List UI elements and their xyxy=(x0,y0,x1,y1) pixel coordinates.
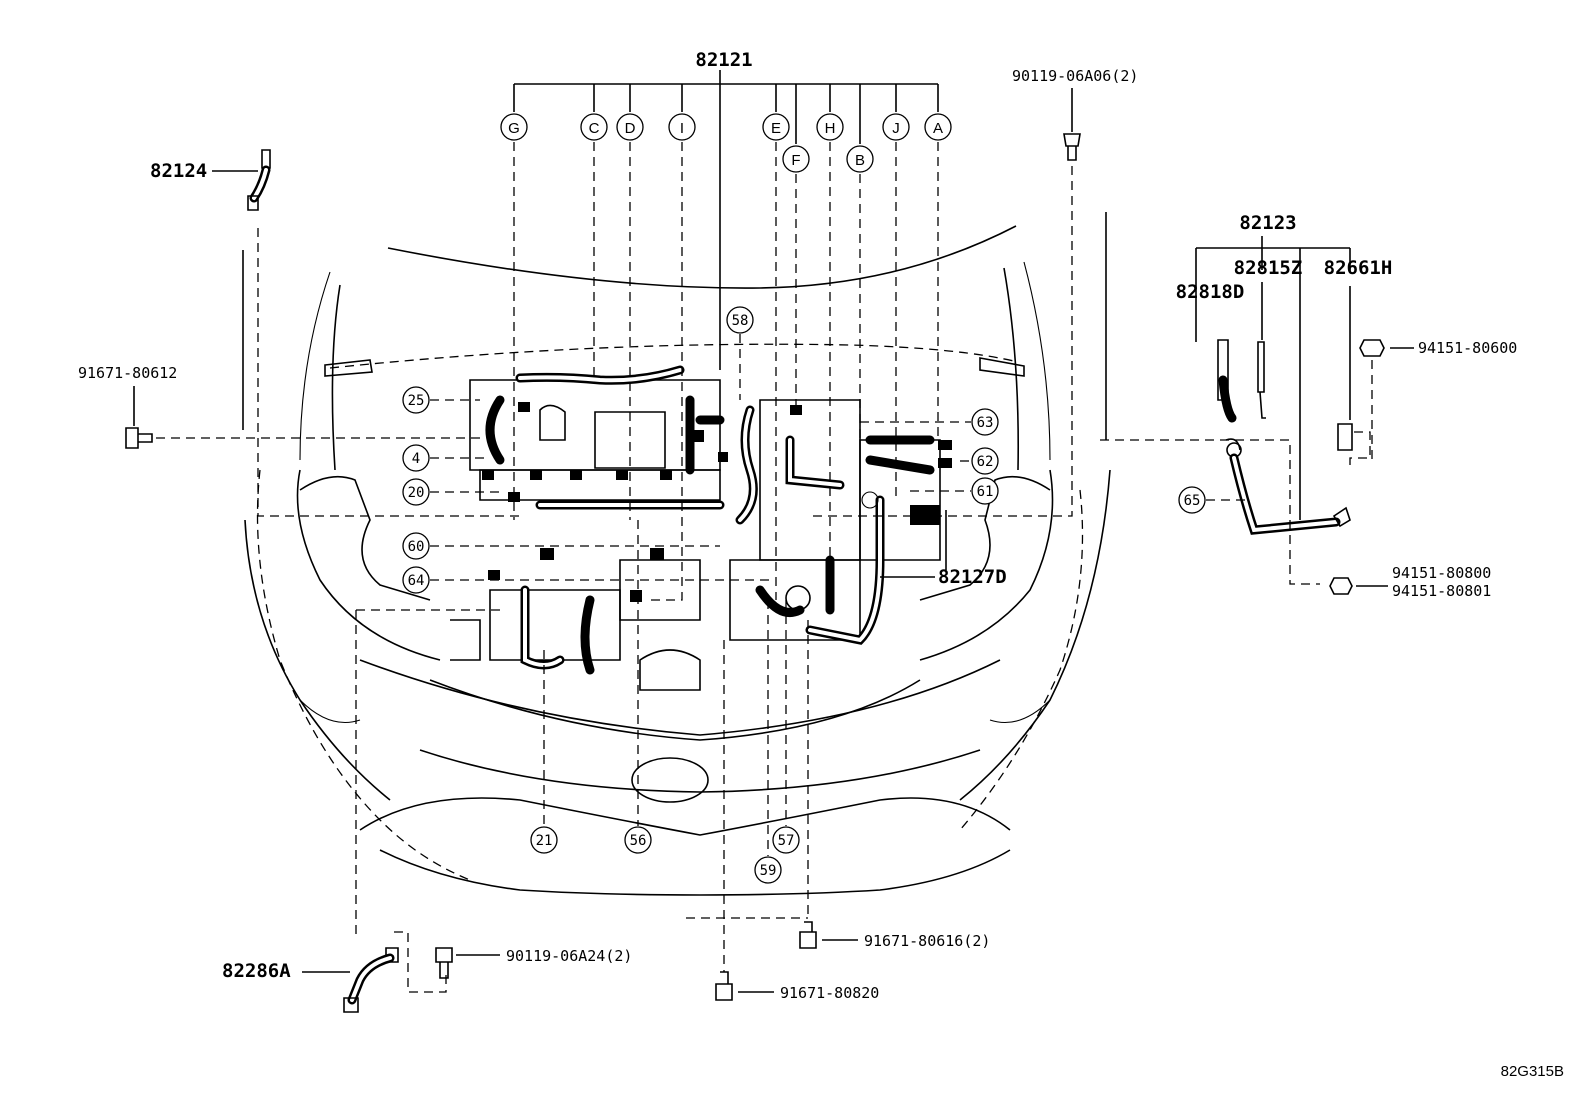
subpart-82815Z: 82815Z xyxy=(1234,257,1303,279)
svg-text:60: 60 xyxy=(408,539,425,555)
svg-text:B: B xyxy=(855,152,865,169)
callout-20: 20 xyxy=(402,478,500,506)
connector-F: F xyxy=(782,145,810,173)
nut-bottom-label-2: 94151-80801 xyxy=(1392,582,1491,600)
callout-63: 63 xyxy=(860,408,999,436)
nut-bottom-label-1: 94151-80800 xyxy=(1392,564,1491,582)
svg-text:F: F xyxy=(791,152,800,169)
callout-56: 56 xyxy=(624,520,652,854)
svg-text:63: 63 xyxy=(977,415,994,431)
bolt-left-label: 91671-80612 xyxy=(78,364,177,382)
callout-60: 60 xyxy=(402,532,720,560)
connector-C: C xyxy=(580,113,608,141)
bolt-top-label: 90119-06A06(2) xyxy=(1012,67,1138,85)
bolt-bottom-label: 91671-80820 xyxy=(780,984,879,1002)
callout-59: 59 xyxy=(754,600,782,884)
nut-94151-80800: 94151-80800 94151-80801 xyxy=(1329,564,1491,600)
svg-text:4: 4 xyxy=(412,451,420,467)
svg-text:61: 61 xyxy=(977,484,994,500)
callout-25: 25 xyxy=(402,386,480,414)
engine-wire-82127D: 82127D xyxy=(880,510,1007,588)
svg-text:62: 62 xyxy=(977,454,994,470)
callout-61: 61 xyxy=(910,477,999,505)
connector-A: A xyxy=(924,113,952,141)
main-harness-part-number: 82121 xyxy=(695,49,752,71)
bolt-90119-06A06: 90119-06A06(2) xyxy=(810,67,1138,517)
battery-harness-82123: 82123 82815Z 82661H 82818D xyxy=(1100,212,1393,585)
svg-text:64: 64 xyxy=(408,573,425,589)
right-callouts: 63 62 61 xyxy=(860,408,999,505)
svg-text:59: 59 xyxy=(760,863,777,879)
connector-G: G xyxy=(500,113,528,141)
svg-text:A: A xyxy=(933,120,943,137)
subpart-82661H: 82661H xyxy=(1324,257,1393,279)
connector-I: I xyxy=(668,113,696,141)
callout-57: 57 xyxy=(772,600,800,854)
connector-D: D xyxy=(616,113,644,141)
nut-94151-80600: 94151-80600 xyxy=(1359,339,1517,460)
bolt-91671-80612: 91671-80612 xyxy=(78,364,480,449)
svg-text:I: I xyxy=(680,120,684,137)
nut-top-label: 94151-80600 xyxy=(1418,339,1517,357)
bolt-small-harness-label: 90119-06A24(2) xyxy=(506,947,632,965)
svg-text:65: 65 xyxy=(1184,493,1201,509)
svg-text:20: 20 xyxy=(408,485,425,501)
svg-text:56: 56 xyxy=(630,833,647,849)
svg-text:D: D xyxy=(625,120,636,137)
callout-4: 4 xyxy=(402,444,490,472)
callout-65: 65 xyxy=(1178,486,1246,514)
connector-B: B xyxy=(846,145,874,173)
svg-text:25: 25 xyxy=(408,393,425,409)
bolt-91671-80616: 91671-80616(2) xyxy=(686,620,990,950)
engine-wire-part-number: 82127D xyxy=(938,566,1007,588)
bolt-bottom-right-label: 91671-80616(2) xyxy=(864,932,990,950)
engine-harness-graphic xyxy=(450,365,952,675)
callout-21: 21 xyxy=(530,650,558,854)
svg-text:H: H xyxy=(825,120,836,137)
small-harness-part-number: 82286A xyxy=(222,960,291,982)
connector-H: H xyxy=(816,113,844,141)
main-harness-callout: 82121 G C D I E F H B J A xyxy=(500,49,952,601)
subpart-82818D: 82818D xyxy=(1176,281,1245,303)
small-harness-82286A: 82286A 90119-06A24(2) xyxy=(222,609,632,1013)
vehicle-outline xyxy=(242,212,1111,896)
svg-text:57: 57 xyxy=(778,833,795,849)
left-callouts: 25 4 20 60 64 xyxy=(402,386,770,594)
svg-text:J: J xyxy=(892,120,900,137)
svg-text:C: C xyxy=(589,120,600,137)
bottom-callouts: 21 56 57 59 xyxy=(530,520,800,884)
svg-text:E: E xyxy=(771,120,781,137)
connector-J: J xyxy=(882,113,910,141)
sensor-wire-part-number: 82124 xyxy=(150,160,207,182)
callout-62: 62 xyxy=(960,447,999,475)
connector-E: E xyxy=(762,113,790,141)
svg-text:21: 21 xyxy=(536,833,553,849)
battery-harness-part-number: 82123 xyxy=(1239,212,1296,234)
callout-58: 58 xyxy=(726,306,754,400)
sensor-wire-82124: 82124 xyxy=(150,149,520,517)
bolt-91671-80820: 91671-80820 xyxy=(715,640,879,1002)
svg-text:58: 58 xyxy=(732,313,749,329)
svg-text:G: G xyxy=(508,120,520,137)
diagram-code: 82G315B xyxy=(1501,1063,1564,1080)
callout-64: 64 xyxy=(402,566,770,594)
